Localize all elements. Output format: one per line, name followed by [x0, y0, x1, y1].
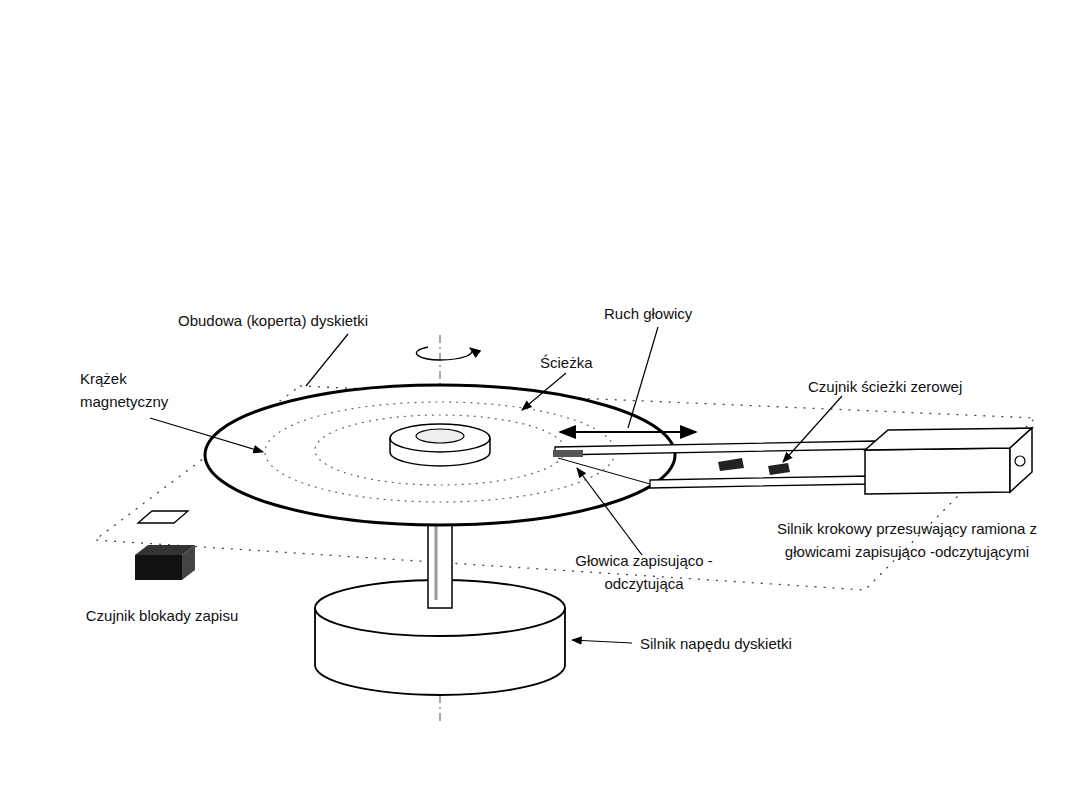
head-movement-arrow [560, 431, 696, 433]
part-label: Ścieżka [540, 351, 620, 374]
head-arm [553, 441, 875, 488]
track0-sensor [768, 463, 790, 475]
part-label: Silnik napędu dyskietki [640, 632, 880, 655]
write-protect-sensor [135, 545, 195, 580]
leader-lines [150, 327, 842, 643]
part-label: Silnik krokowy przesuwający ramiona z gł… [752, 517, 1062, 563]
hub [390, 424, 490, 466]
write-protect-window [138, 511, 188, 523]
sensor-block [718, 458, 744, 471]
rotation-arrow [416, 347, 472, 360]
part-label: Czujnik blokady zapisu [84, 604, 240, 627]
part-label: Czujnik ścieżki zerowej [808, 375, 1028, 398]
part-label: Obudowa (koperta) dyskietki [176, 309, 370, 332]
stepper-motor [865, 428, 1032, 494]
track [265, 402, 615, 502]
part-label: Krążek magnetyczny [80, 367, 200, 413]
read-write-head [553, 450, 583, 457]
part-label: Ruch głowicy [604, 302, 734, 325]
part-label: Głowica zapisująco -odczytująca [560, 549, 728, 595]
track [315, 415, 565, 485]
